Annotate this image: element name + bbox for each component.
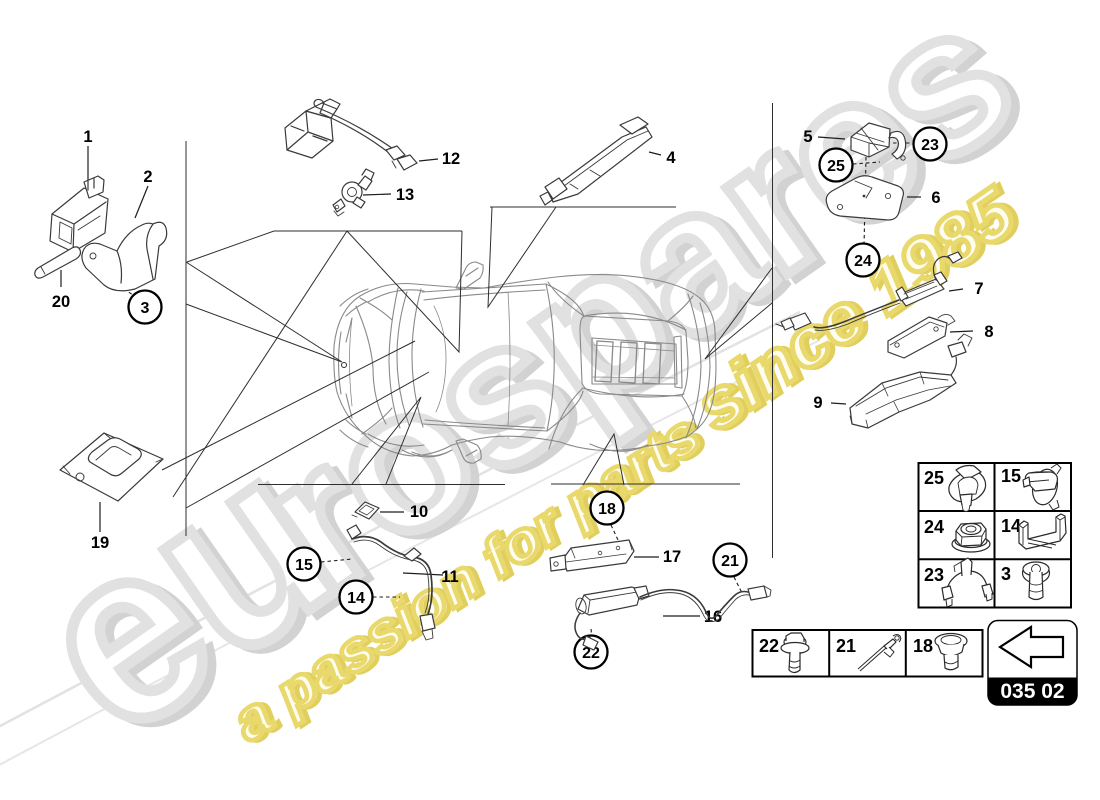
svg-text:13: 13 [396,186,414,204]
svg-text:11: 11 [441,568,458,586]
svg-text:14: 14 [1001,516,1021,536]
svg-text:24: 24 [924,517,944,537]
svg-text:2: 2 [143,168,152,186]
svg-text:3: 3 [1001,564,1011,584]
svg-text:9: 9 [813,394,822,412]
svg-text:19: 19 [91,534,109,552]
svg-text:15: 15 [295,557,313,574]
svg-text:16: 16 [704,608,722,626]
svg-text:22: 22 [759,636,779,656]
svg-text:10: 10 [410,503,428,521]
svg-text:8: 8 [984,323,993,341]
svg-text:15: 15 [1001,466,1021,486]
svg-text:22: 22 [582,645,600,662]
svg-text:14: 14 [347,590,365,607]
svg-text:18: 18 [913,636,933,656]
svg-text:17: 17 [663,548,681,566]
svg-text:23: 23 [921,137,939,154]
svg-text:23: 23 [924,565,944,585]
svg-text:7: 7 [974,280,983,298]
svg-text:6: 6 [931,189,940,207]
svg-text:5: 5 [803,128,812,146]
svg-text:24: 24 [854,253,872,270]
svg-text:4: 4 [666,149,676,167]
svg-text:21: 21 [836,636,856,656]
svg-text:035 02: 035 02 [1000,680,1064,703]
svg-text:3: 3 [141,300,150,317]
svg-text:18: 18 [598,501,616,518]
svg-text:21: 21 [721,553,739,570]
svg-text:1: 1 [83,128,92,146]
svg-text:25: 25 [924,468,944,488]
svg-text:20: 20 [52,293,70,311]
svg-text:12: 12 [442,150,460,168]
svg-text:25: 25 [827,158,845,175]
